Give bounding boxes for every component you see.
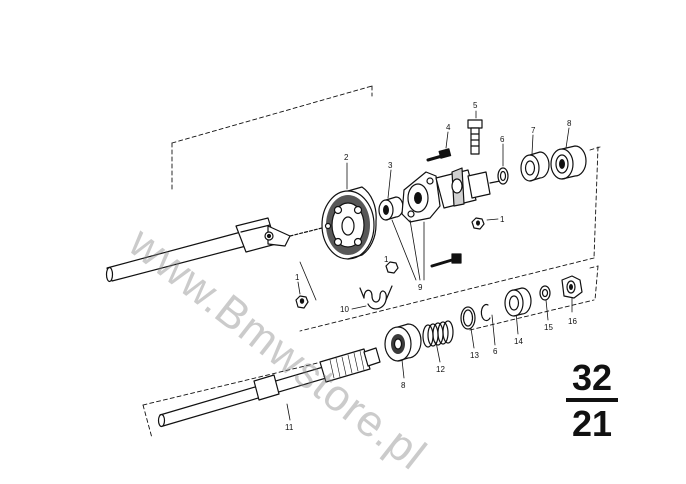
callout-16: 16 [568,317,577,326]
callout-1-joint: 1 [500,215,505,224]
return-spring [359,285,393,310]
callout-8-upper: 8 [567,119,572,128]
group-divider [566,398,618,402]
callout-7: 7 [531,126,536,135]
callout-11: 11 [285,423,294,432]
leader-lines [286,110,573,421]
bearing-upper [550,145,587,180]
callout-6-lower: 6 [493,347,498,356]
callout-labels: 2 3 4 5 6 7 8 1 1 1 9 10 8 12 13 6 14 15… [285,101,577,432]
callout-2: 2 [344,153,349,162]
spacer-ring [520,151,550,182]
group-code: 32 21 [566,360,618,442]
callout-12: 12 [436,365,445,374]
flexible-coupling-disc [321,186,377,260]
callout-13: 13 [470,351,479,360]
callout-1-center: 1 [384,255,389,264]
upper-steering-shaft [105,217,323,283]
upper-frame [171,85,601,332]
bolt-long [467,119,483,155]
washer-small [539,285,551,301]
callout-5: 5 [473,101,478,110]
lower-frame [142,265,599,439]
washer-upper [497,167,509,185]
callout-8-lower: 8 [401,381,406,390]
callout-6-upper: 6 [500,135,505,144]
self-locking-nut [295,217,485,309]
washer-lower [480,303,491,322]
callout-14: 14 [514,337,523,346]
bearing-lower [384,323,422,362]
steering-spindle [157,347,381,428]
compression-spring [422,320,454,348]
callout-10: 10 [340,305,349,314]
bolt-short [426,148,452,162]
bearing-ring [504,287,532,317]
sub-group-number: 21 [571,403,613,444]
bolt-lower [430,253,462,268]
callout-9: 9 [418,283,423,292]
callout-4: 4 [446,123,451,132]
callout-3: 3 [388,161,393,170]
bushing-sleeve [378,196,404,221]
group-number: 32 [571,357,613,398]
retaining-ring [460,306,476,330]
hex-nut [561,275,583,299]
callout-15: 15 [544,323,553,332]
universal-joint [401,167,501,223]
callout-1-left: 1 [295,273,300,282]
